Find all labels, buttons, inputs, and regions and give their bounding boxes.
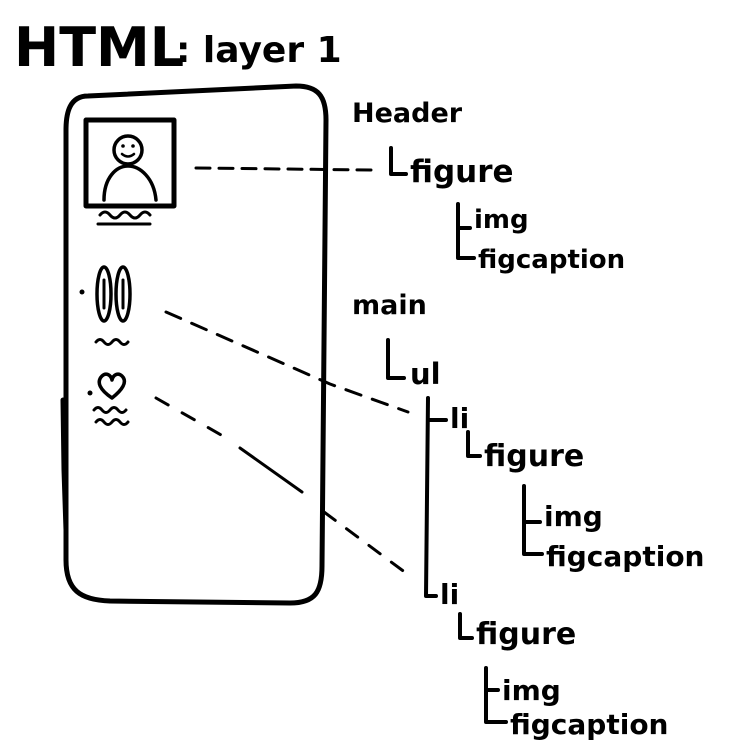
- label-header-figure: figure: [410, 154, 514, 190]
- person-portrait-icon: [83, 117, 177, 209]
- heart-icon: [87, 372, 127, 400]
- header-figcaption-squiggle: [98, 210, 152, 220]
- label-li-2-figcaption: figcaption: [510, 708, 668, 741]
- li1-figcaption-squiggle: [94, 338, 130, 346]
- label-li-2-figure: figure: [476, 617, 576, 652]
- label-header-img: img: [474, 205, 529, 235]
- connector-li-2: [154, 396, 232, 442]
- label-header: Header: [352, 98, 463, 129]
- label-li-2: li: [440, 578, 459, 611]
- phone-frame: [63, 83, 329, 606]
- diagram-title: HTML : layer 1: [14, 16, 342, 79]
- title-main: HTML: [14, 16, 184, 79]
- double-oval-icon: [79, 265, 132, 323]
- connector-li-2-solid: [238, 446, 304, 494]
- tree-labels: Header figure img figcaption main ul li …: [352, 98, 704, 741]
- connector-li-2-tail: [322, 510, 412, 578]
- label-li-1-figure: figure: [484, 439, 584, 474]
- li2-figcaption-squiggle-2: [94, 418, 130, 426]
- phone-frame-left-shadow: [60, 397, 69, 533]
- li2-figcaption-squiggle: [92, 406, 128, 414]
- label-main: main: [352, 290, 427, 321]
- connector-li-1: [164, 310, 410, 414]
- label-ul: ul: [410, 357, 441, 391]
- title-sub: : layer 1: [176, 30, 342, 71]
- label-header-figcaption: figcaption: [478, 245, 625, 275]
- label-li-2-img: img: [502, 674, 561, 707]
- label-li-1: li: [450, 402, 469, 435]
- label-li-1-img: img: [544, 500, 603, 533]
- connector-header-figure: [194, 166, 374, 172]
- label-li-1-figcaption: figcaption: [546, 540, 704, 573]
- tree-lines: [386, 146, 544, 724]
